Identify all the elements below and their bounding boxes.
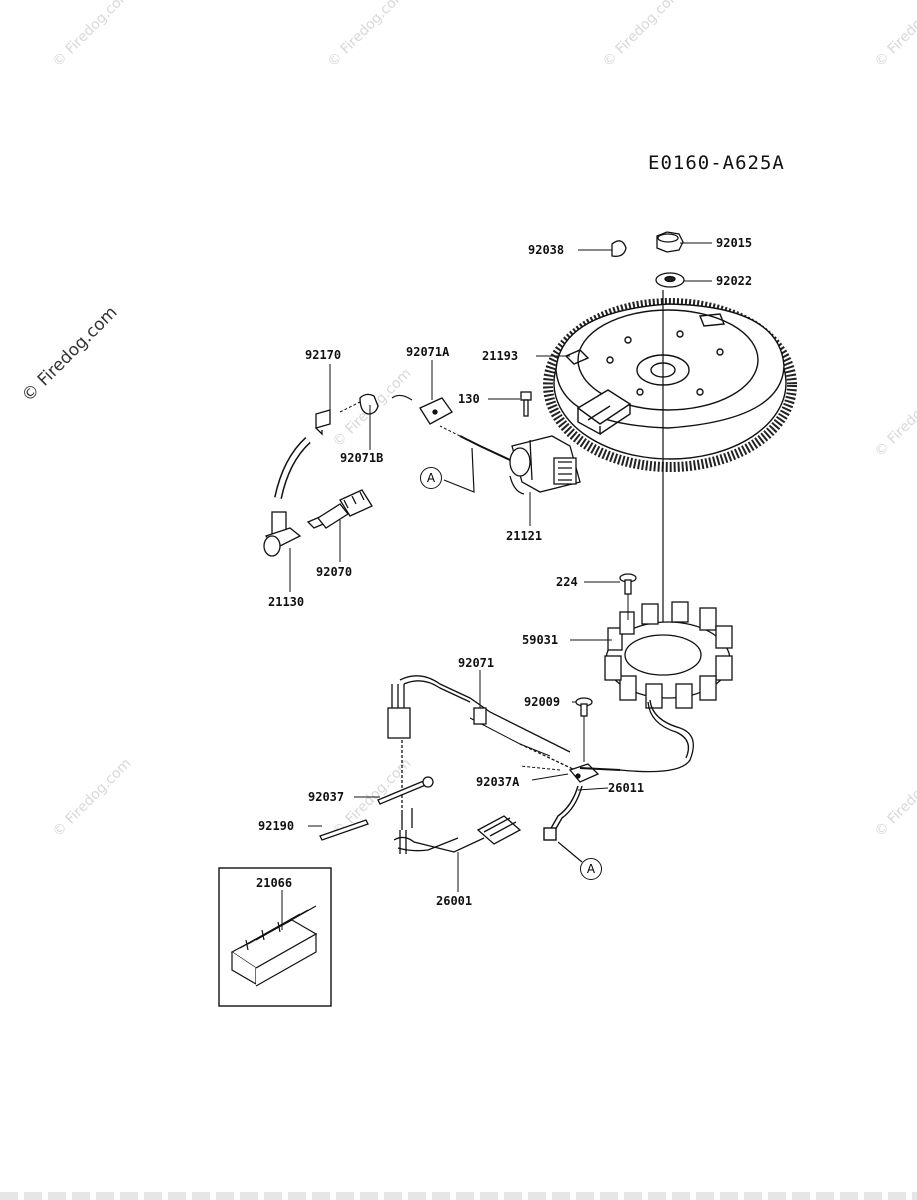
label-92038: 92038: [528, 243, 565, 257]
label-21130: 21130: [268, 595, 305, 609]
label-92190: 92190: [258, 819, 295, 833]
label-224: 224: [556, 575, 578, 589]
bolt-224: [619, 573, 637, 595]
bolt-130: [520, 391, 532, 417]
label-130: 130: [458, 392, 480, 406]
key-part: [611, 240, 627, 257]
flywheel: [543, 298, 797, 472]
label-92071a: 92071A: [406, 345, 450, 359]
label-26001: 26001: [436, 894, 473, 908]
label-92170: 92170: [305, 348, 342, 362]
bottom-strip: [0, 1192, 917, 1200]
washer-part: [655, 272, 685, 288]
label-26011: 26011: [608, 781, 645, 795]
bracket-92037a: [568, 763, 600, 783]
wire-harness: [387, 675, 576, 854]
cap-92071a: [419, 397, 453, 425]
label-21121: 21121: [506, 529, 543, 543]
clip-92170: [315, 409, 331, 436]
tubes: [319, 776, 434, 841]
label-21193: 21193: [482, 349, 519, 363]
label-92037a: 92037A: [476, 775, 520, 789]
regulator: [230, 905, 318, 987]
spark-plug: [306, 489, 373, 529]
label-59031: 59031: [522, 633, 559, 647]
label-92022: 92022: [716, 274, 753, 288]
screw-92009: [575, 697, 593, 717]
ground-lead: [543, 785, 583, 841]
boot-92071b: [359, 393, 379, 415]
label-92015: 92015: [716, 236, 753, 250]
connection-marker-a-top: A: [420, 467, 442, 489]
nut-part: [656, 231, 684, 253]
label-92071b: 92071B: [340, 451, 384, 465]
connection-marker-a-bottom: A: [580, 858, 602, 880]
diagram-title: E0160-A625A: [648, 152, 785, 174]
label-92037: 92037: [308, 790, 345, 804]
stator-wire: [619, 699, 694, 773]
stator: [604, 601, 733, 709]
harness-connector: [476, 815, 522, 845]
clamp-92071: [473, 707, 487, 725]
label-92071: 92071: [458, 656, 495, 670]
leader-lines: [281, 242, 712, 930]
label-21066: 21066: [256, 876, 293, 890]
label-92009: 92009: [524, 695, 561, 709]
plug-cap: [263, 511, 302, 557]
label-92070: 92070: [316, 565, 353, 579]
ignition-coil: [509, 435, 581, 495]
